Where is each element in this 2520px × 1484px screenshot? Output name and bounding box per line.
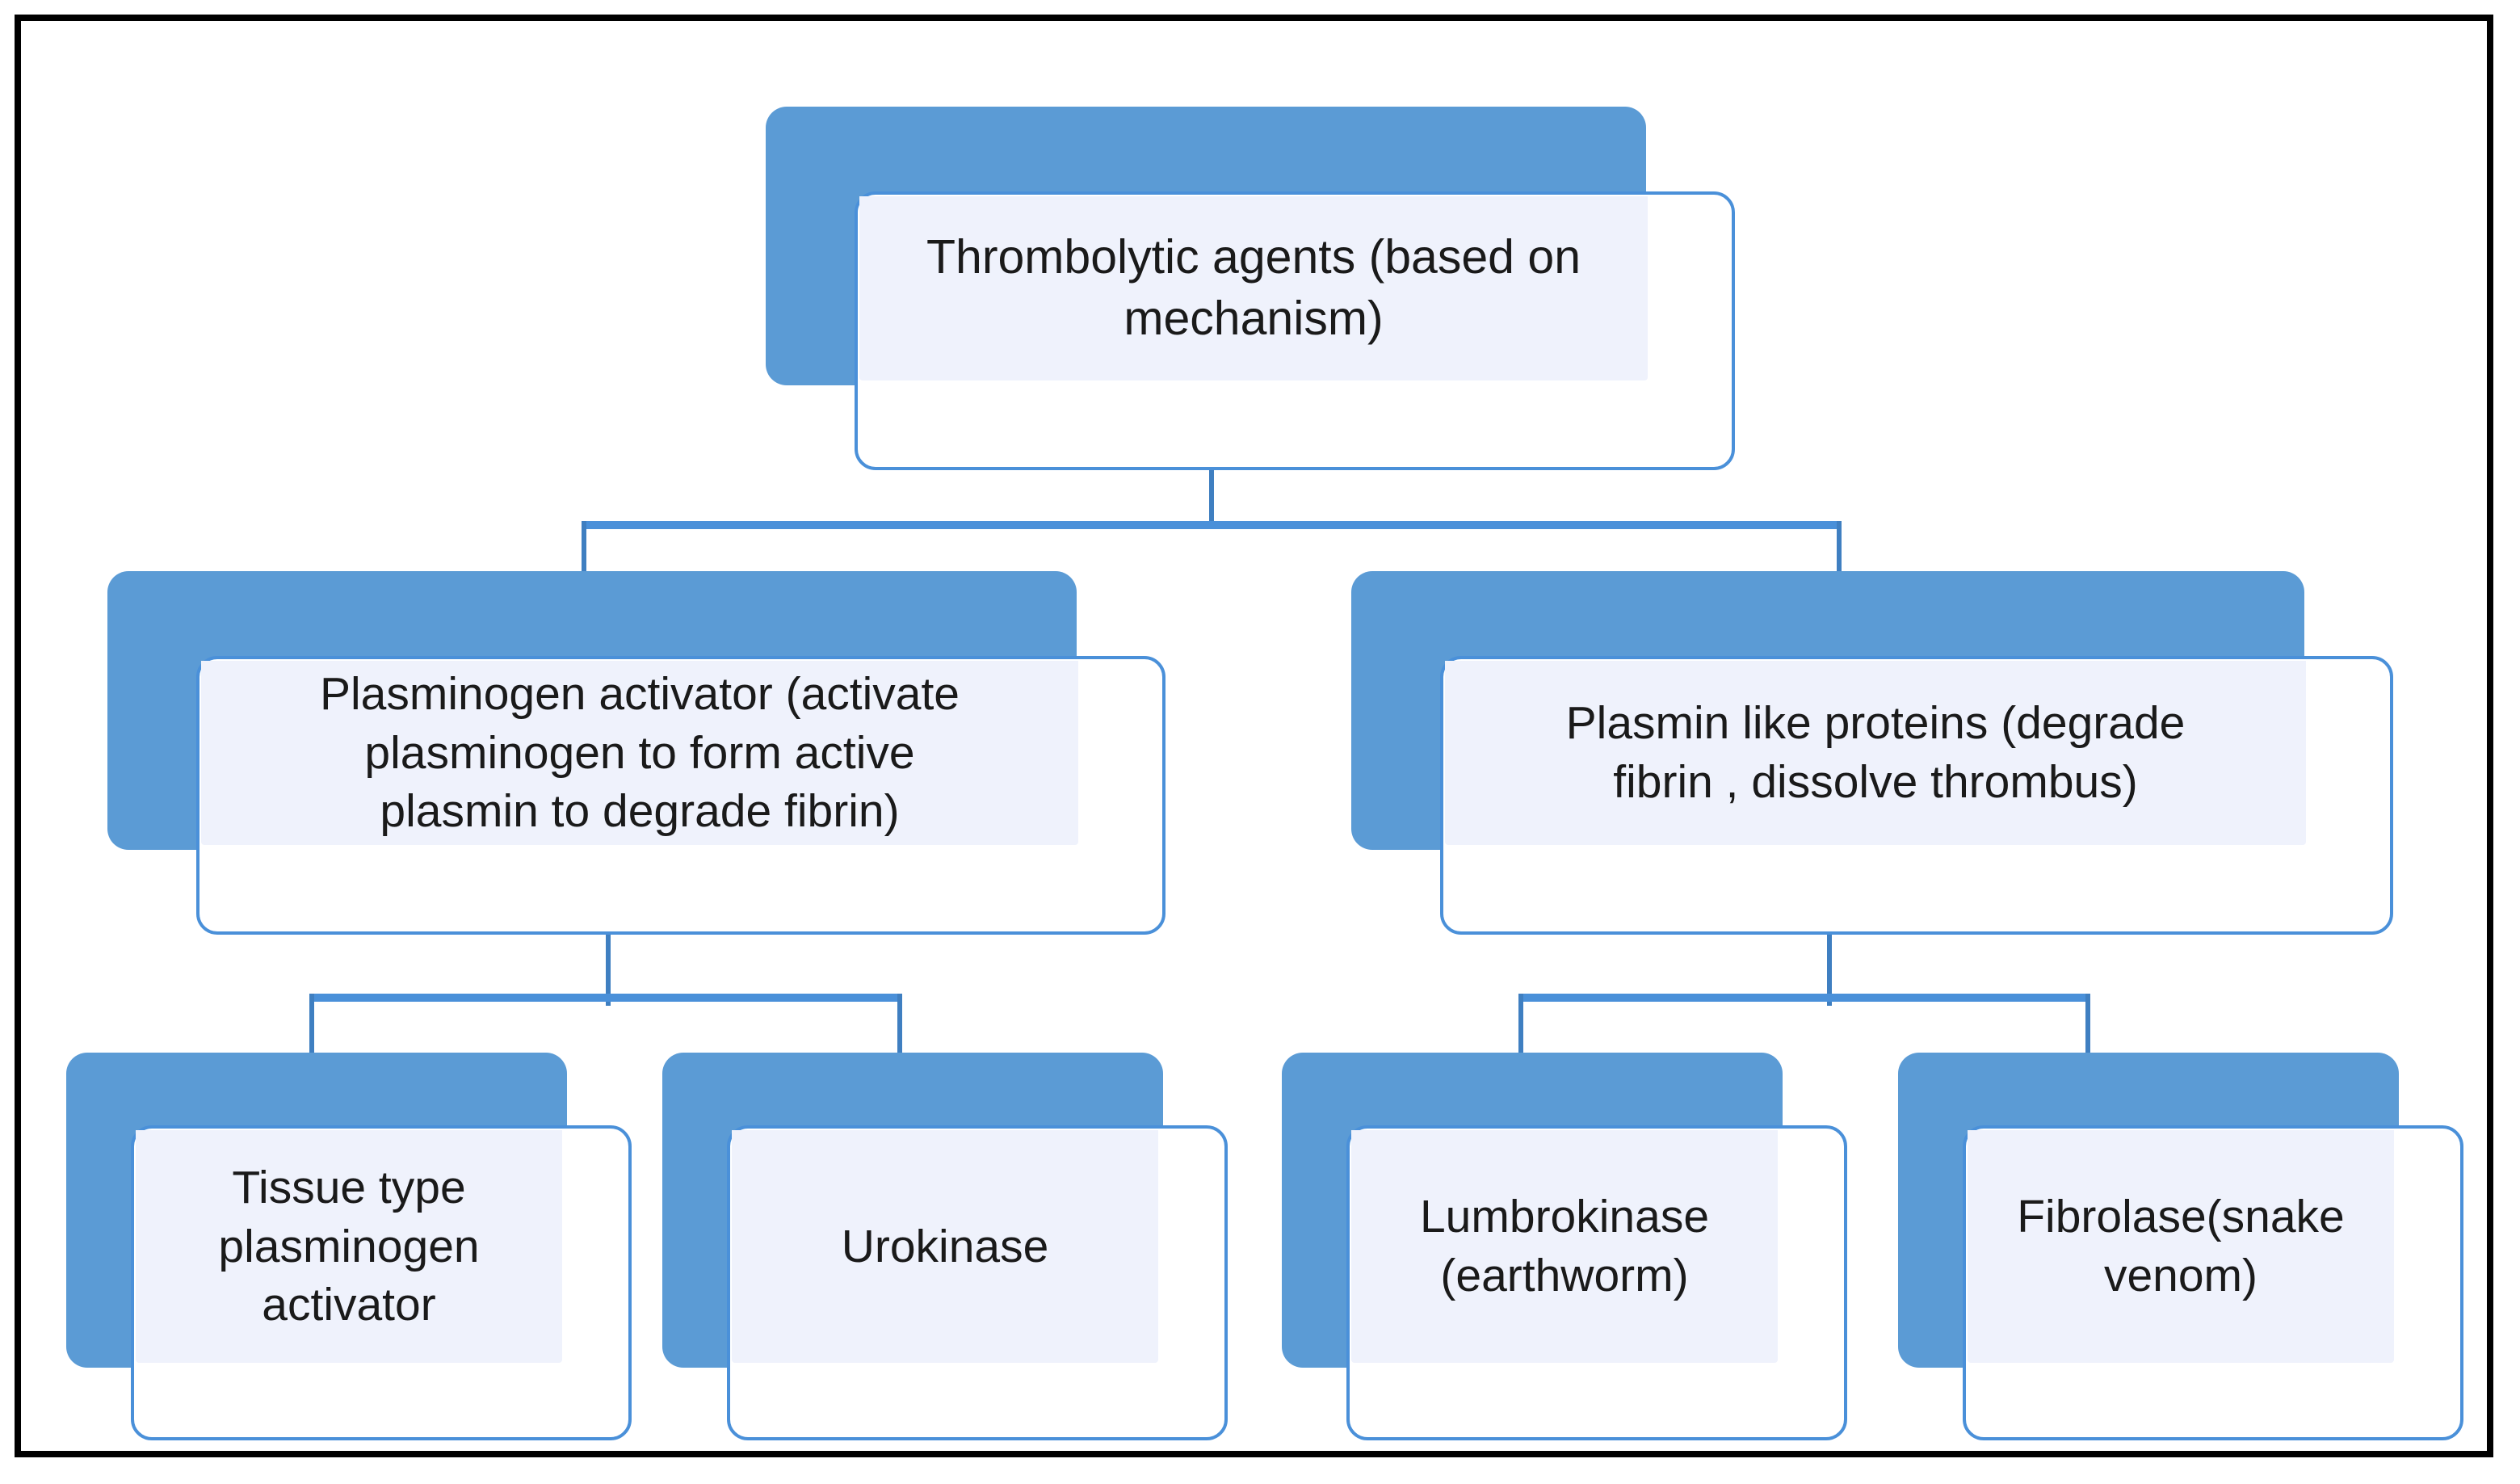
connector-drop-right-branch xyxy=(1837,521,1842,594)
node-tpa-card xyxy=(131,1125,632,1440)
connector-root-stem xyxy=(1209,431,1214,526)
node-lumbrokinase[interactable]: Lumbrokinase (earthworm) xyxy=(1282,1053,1847,1440)
node-lumbrokinase-card xyxy=(1346,1125,1847,1440)
node-fibrolase-card xyxy=(1963,1125,2463,1440)
node-urokinase-card xyxy=(727,1125,1228,1440)
node-plasmin-like-proteins-card xyxy=(1440,656,2393,935)
node-plasminogen-activator-card xyxy=(196,656,1166,935)
connector-level1-bus xyxy=(582,521,1842,529)
node-root[interactable]: Thrombolytic agents (based on mechanism) xyxy=(766,107,1735,470)
connector-left-mid-stem xyxy=(606,917,611,1006)
node-plasmin-like-proteins[interactable]: Plasmin like proteins (degrade fibrin , … xyxy=(1351,571,2393,935)
connector-right-child-bus xyxy=(1518,994,2090,1002)
connector-drop-tpa xyxy=(309,994,314,1074)
connector-right-mid-stem xyxy=(1827,917,1832,1006)
node-tissue-type-plasminogen-activator[interactable]: Tissue type plasminogen activator xyxy=(66,1053,632,1440)
node-root-card xyxy=(855,191,1735,470)
connector-drop-lumbrokinase xyxy=(1518,994,1523,1074)
node-fibrolase[interactable]: Fibrolase(snake venom) xyxy=(1898,1053,2463,1440)
connector-drop-urokinase xyxy=(897,994,902,1074)
connector-drop-fibrolase xyxy=(2085,994,2090,1074)
connector-left-child-bus xyxy=(309,994,902,1002)
connector-drop-left-branch xyxy=(582,521,586,594)
node-urokinase[interactable]: Urokinase xyxy=(662,1053,1228,1440)
node-plasminogen-activator[interactable]: Plasminogen activator (activate plasmino… xyxy=(107,571,1166,935)
